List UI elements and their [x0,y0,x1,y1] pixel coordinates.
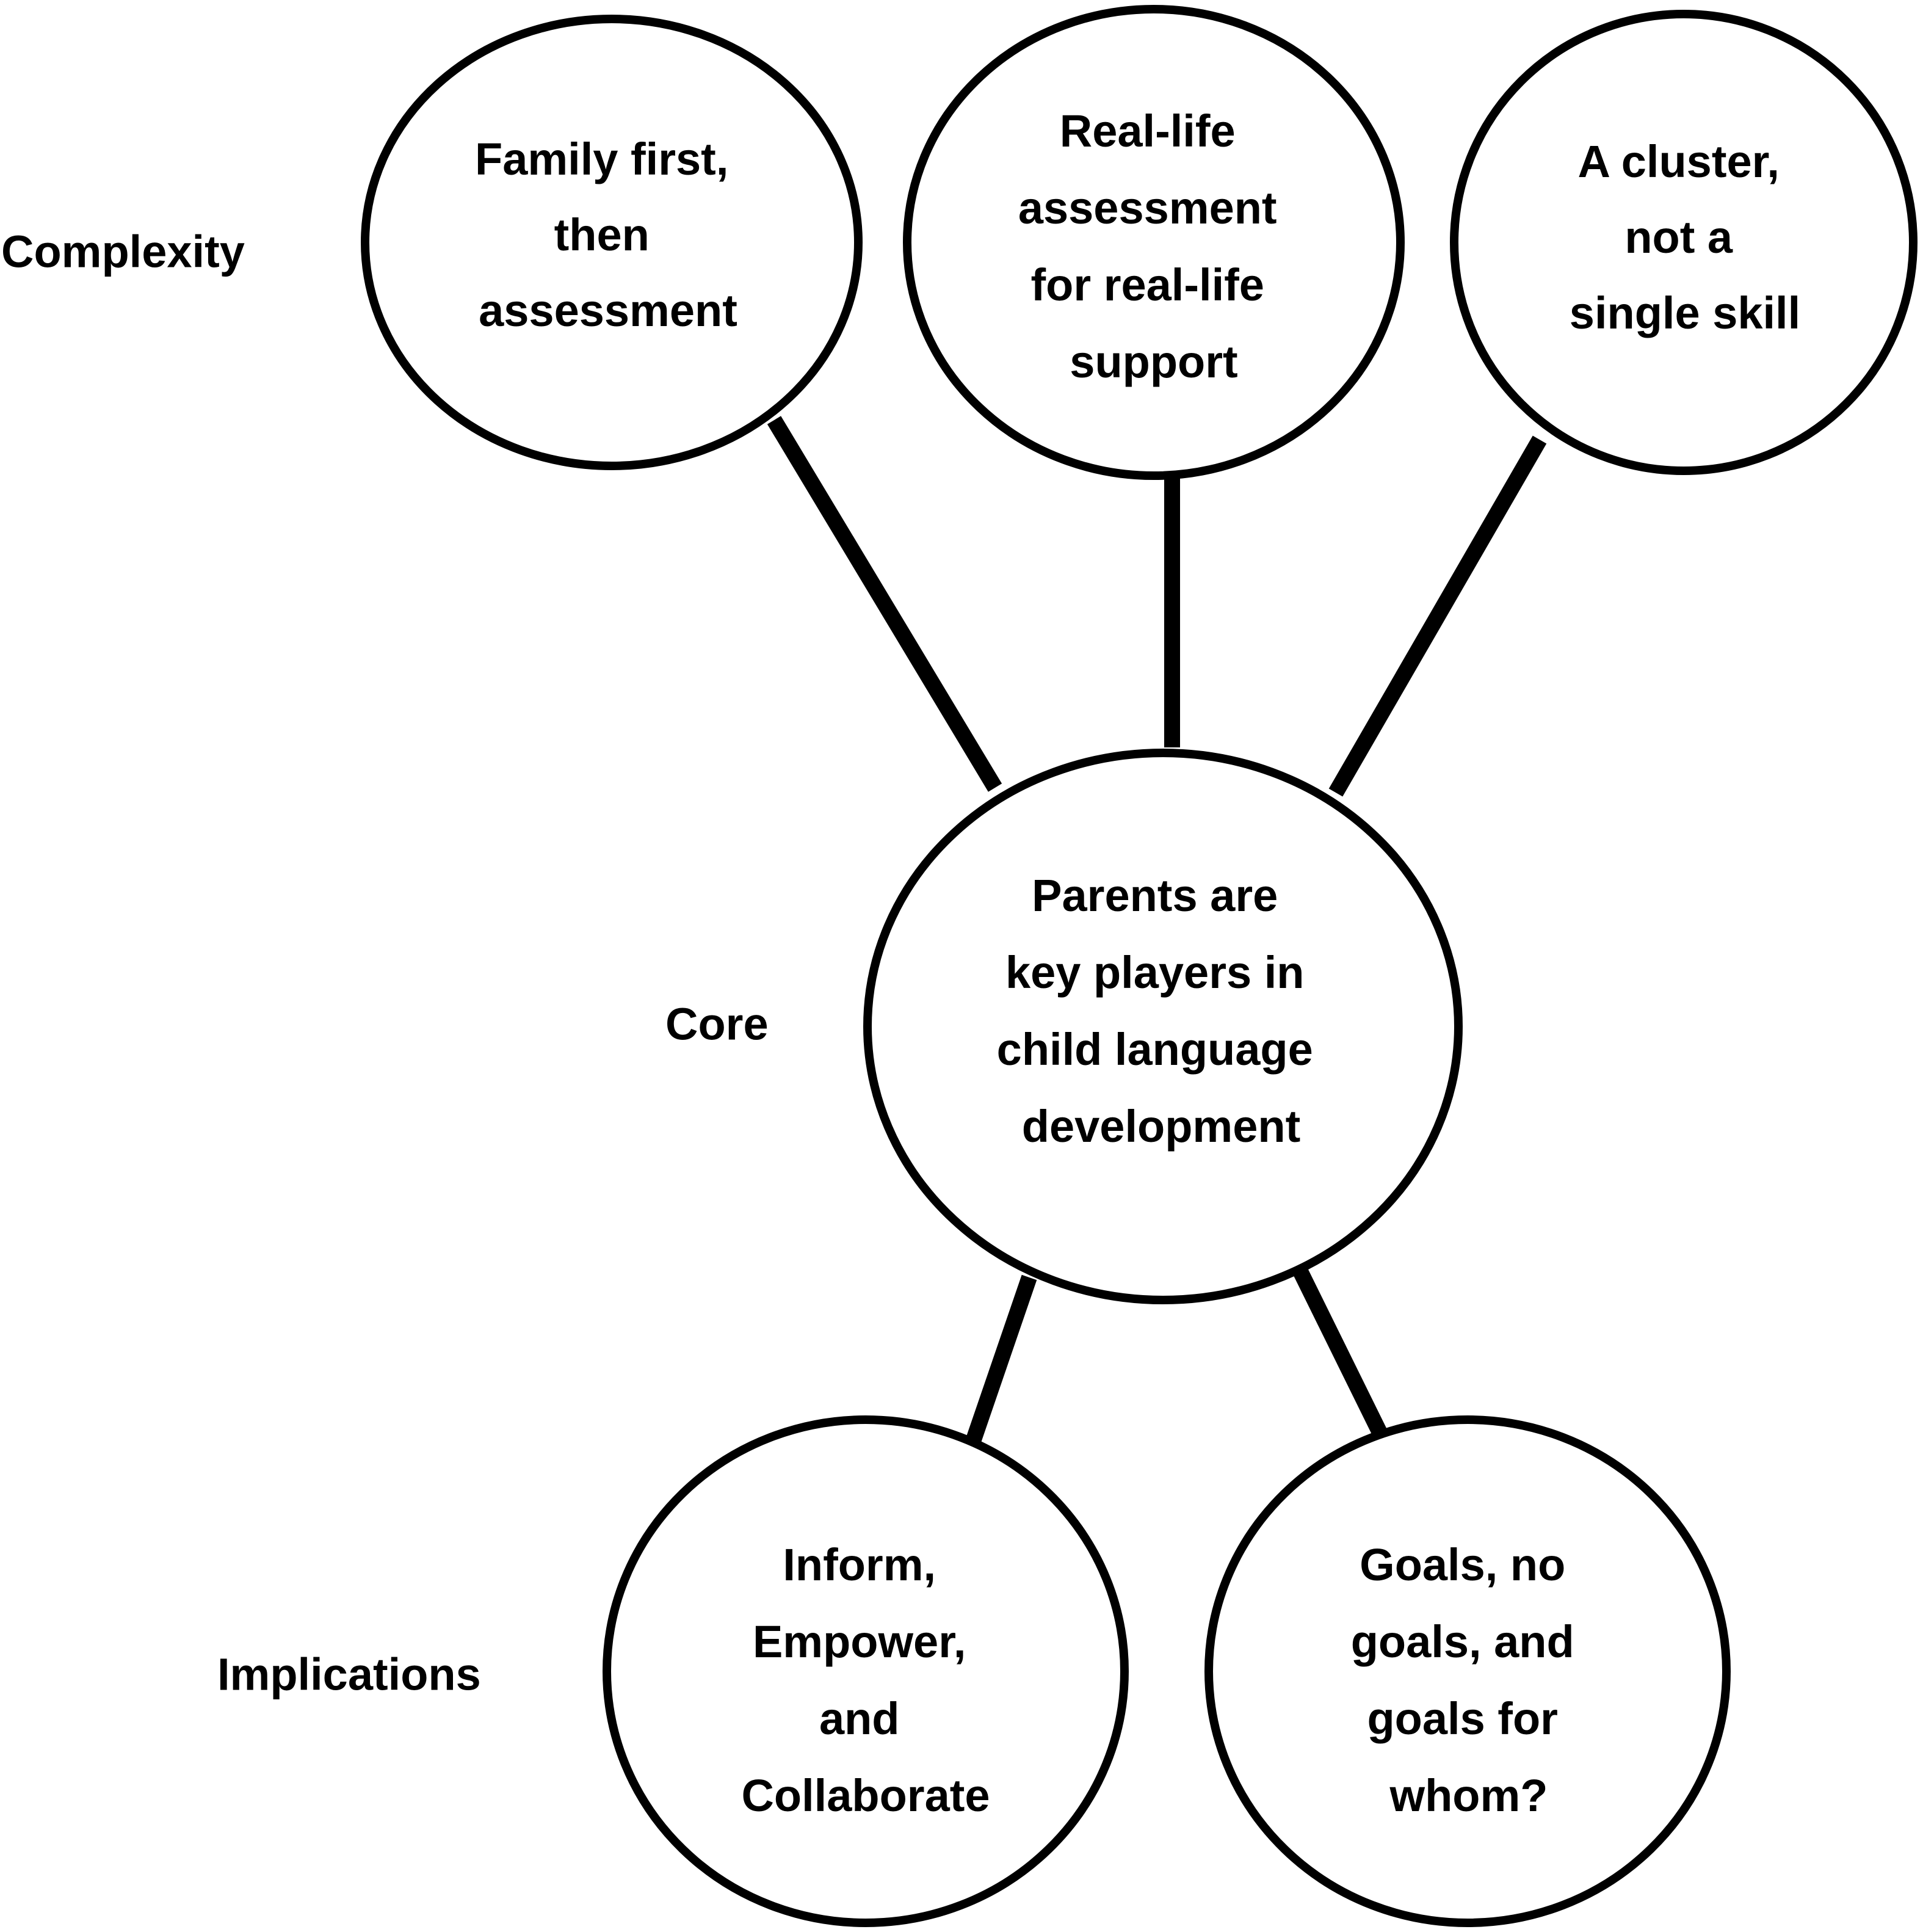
text-line: then [554,209,650,260]
node-goals [1204,1415,1731,1927]
text-line: A cluster, [1578,136,1780,187]
connector-goals [1292,1265,1392,1446]
node-cluster-text: A cluster, not a single skill [1570,136,1800,338]
text-line: support [1070,336,1237,387]
text-line: assessment [1018,183,1277,233]
text-line: Inform, [783,1539,936,1590]
node-cluster [1450,10,1918,475]
connector-family-first [767,416,1002,792]
row-label-implications: Implications [217,1649,481,1700]
text-line: goals, and [1351,1616,1574,1667]
text-line: Family first, [475,134,728,184]
text-line: child language [997,1024,1313,1075]
node-inform-text: Inform, Empower, and Collaborate [741,1539,990,1821]
connector-cluster [1328,435,1547,797]
row-label-core: Core [665,999,769,1050]
node-real-life-text: Real-life assessment for real-life suppo… [1018,106,1289,387]
node-core-text: Parents are key players in child languag… [997,870,1326,1152]
text-line: single skill [1570,288,1800,338]
node-family-first [361,15,863,470]
row-label-complexity: Complexity [1,227,245,277]
node-inform [603,1415,1129,1927]
text-line: assessment [479,285,737,336]
text-line: development [1022,1101,1300,1152]
connector-inform [963,1274,1037,1451]
text-line: Collaborate [741,1770,990,1821]
text-line: Empower, [753,1616,966,1667]
text-line: and [819,1693,900,1744]
node-core [863,749,1463,1304]
node-real-life [903,5,1405,480]
node-goals-text: Goals, no goals, and goals for whom? [1351,1539,1587,1821]
text-line: Real-life [1060,106,1236,156]
text-line: not a [1624,212,1733,263]
text-line: key players in [1005,947,1305,998]
text-line: for real-life [1031,260,1264,310]
text-line: Parents are [1032,870,1278,921]
text-line: goals for [1367,1693,1557,1744]
node-family-first-text: Family first, then assessment [475,134,741,336]
text-line: whom? [1389,1770,1548,1821]
text-line: Goals, no [1360,1539,1565,1590]
